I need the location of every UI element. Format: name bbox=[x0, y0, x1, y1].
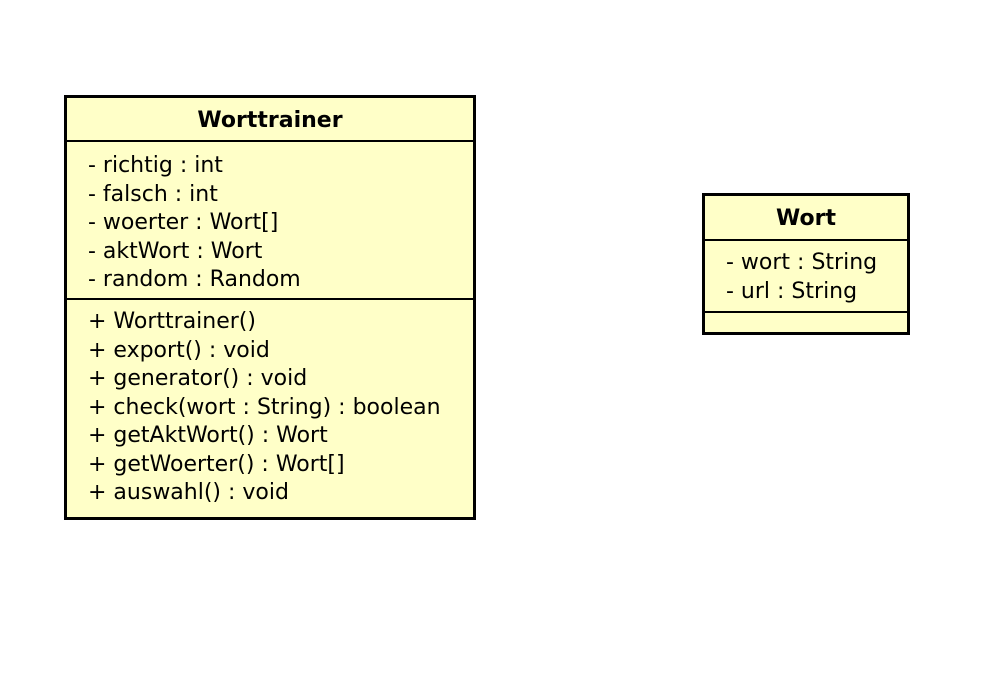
operation-getaktwort: + getAktWort() : Wort bbox=[88, 423, 328, 448]
class-box-worttrainer[interactable]: Worttrainer - richtig : int - falsch : i… bbox=[64, 95, 476, 520]
operation-auswahl: + auswahl() : void bbox=[88, 480, 289, 505]
operation-getwoerter: + getWoerter() : Wort[] bbox=[88, 451, 345, 477]
attribute-aktwort: - aktWort : Wort bbox=[88, 238, 263, 264]
operation-export: + export() : void bbox=[88, 337, 270, 363]
attribute-richtig: - richtig : int bbox=[88, 153, 223, 178]
attribute-falsch: - falsch : int bbox=[88, 181, 218, 207]
attributes-compartment-wort: - wort : String - url : String bbox=[705, 241, 907, 313]
class-name-worttrainer: Worttrainer bbox=[67, 98, 473, 142]
attribute-url: - url : String bbox=[726, 278, 858, 304]
attributes-compartment-worttrainer: - richtig : int - falsch : int - woerter… bbox=[67, 142, 473, 300]
operation-worttrainer-constructor: + Worttrainer() bbox=[88, 309, 256, 334]
class-name-wort: Wort bbox=[705, 196, 907, 241]
attribute-random: - random : Random bbox=[88, 267, 301, 292]
operations-compartment-wort bbox=[705, 313, 907, 331]
class-box-wort[interactable]: Wort - wort : String - url : String bbox=[702, 193, 910, 335]
operation-generator: + generator() : void bbox=[88, 366, 308, 391]
operations-compartment-worttrainer: + Worttrainer() + export() : void + gene… bbox=[67, 300, 473, 508]
operation-check: + check(wort : String) : boolean bbox=[88, 394, 441, 420]
attribute-wort: - wort : String bbox=[726, 250, 878, 275]
attribute-woerter: - woerter : Wort[] bbox=[88, 210, 279, 235]
